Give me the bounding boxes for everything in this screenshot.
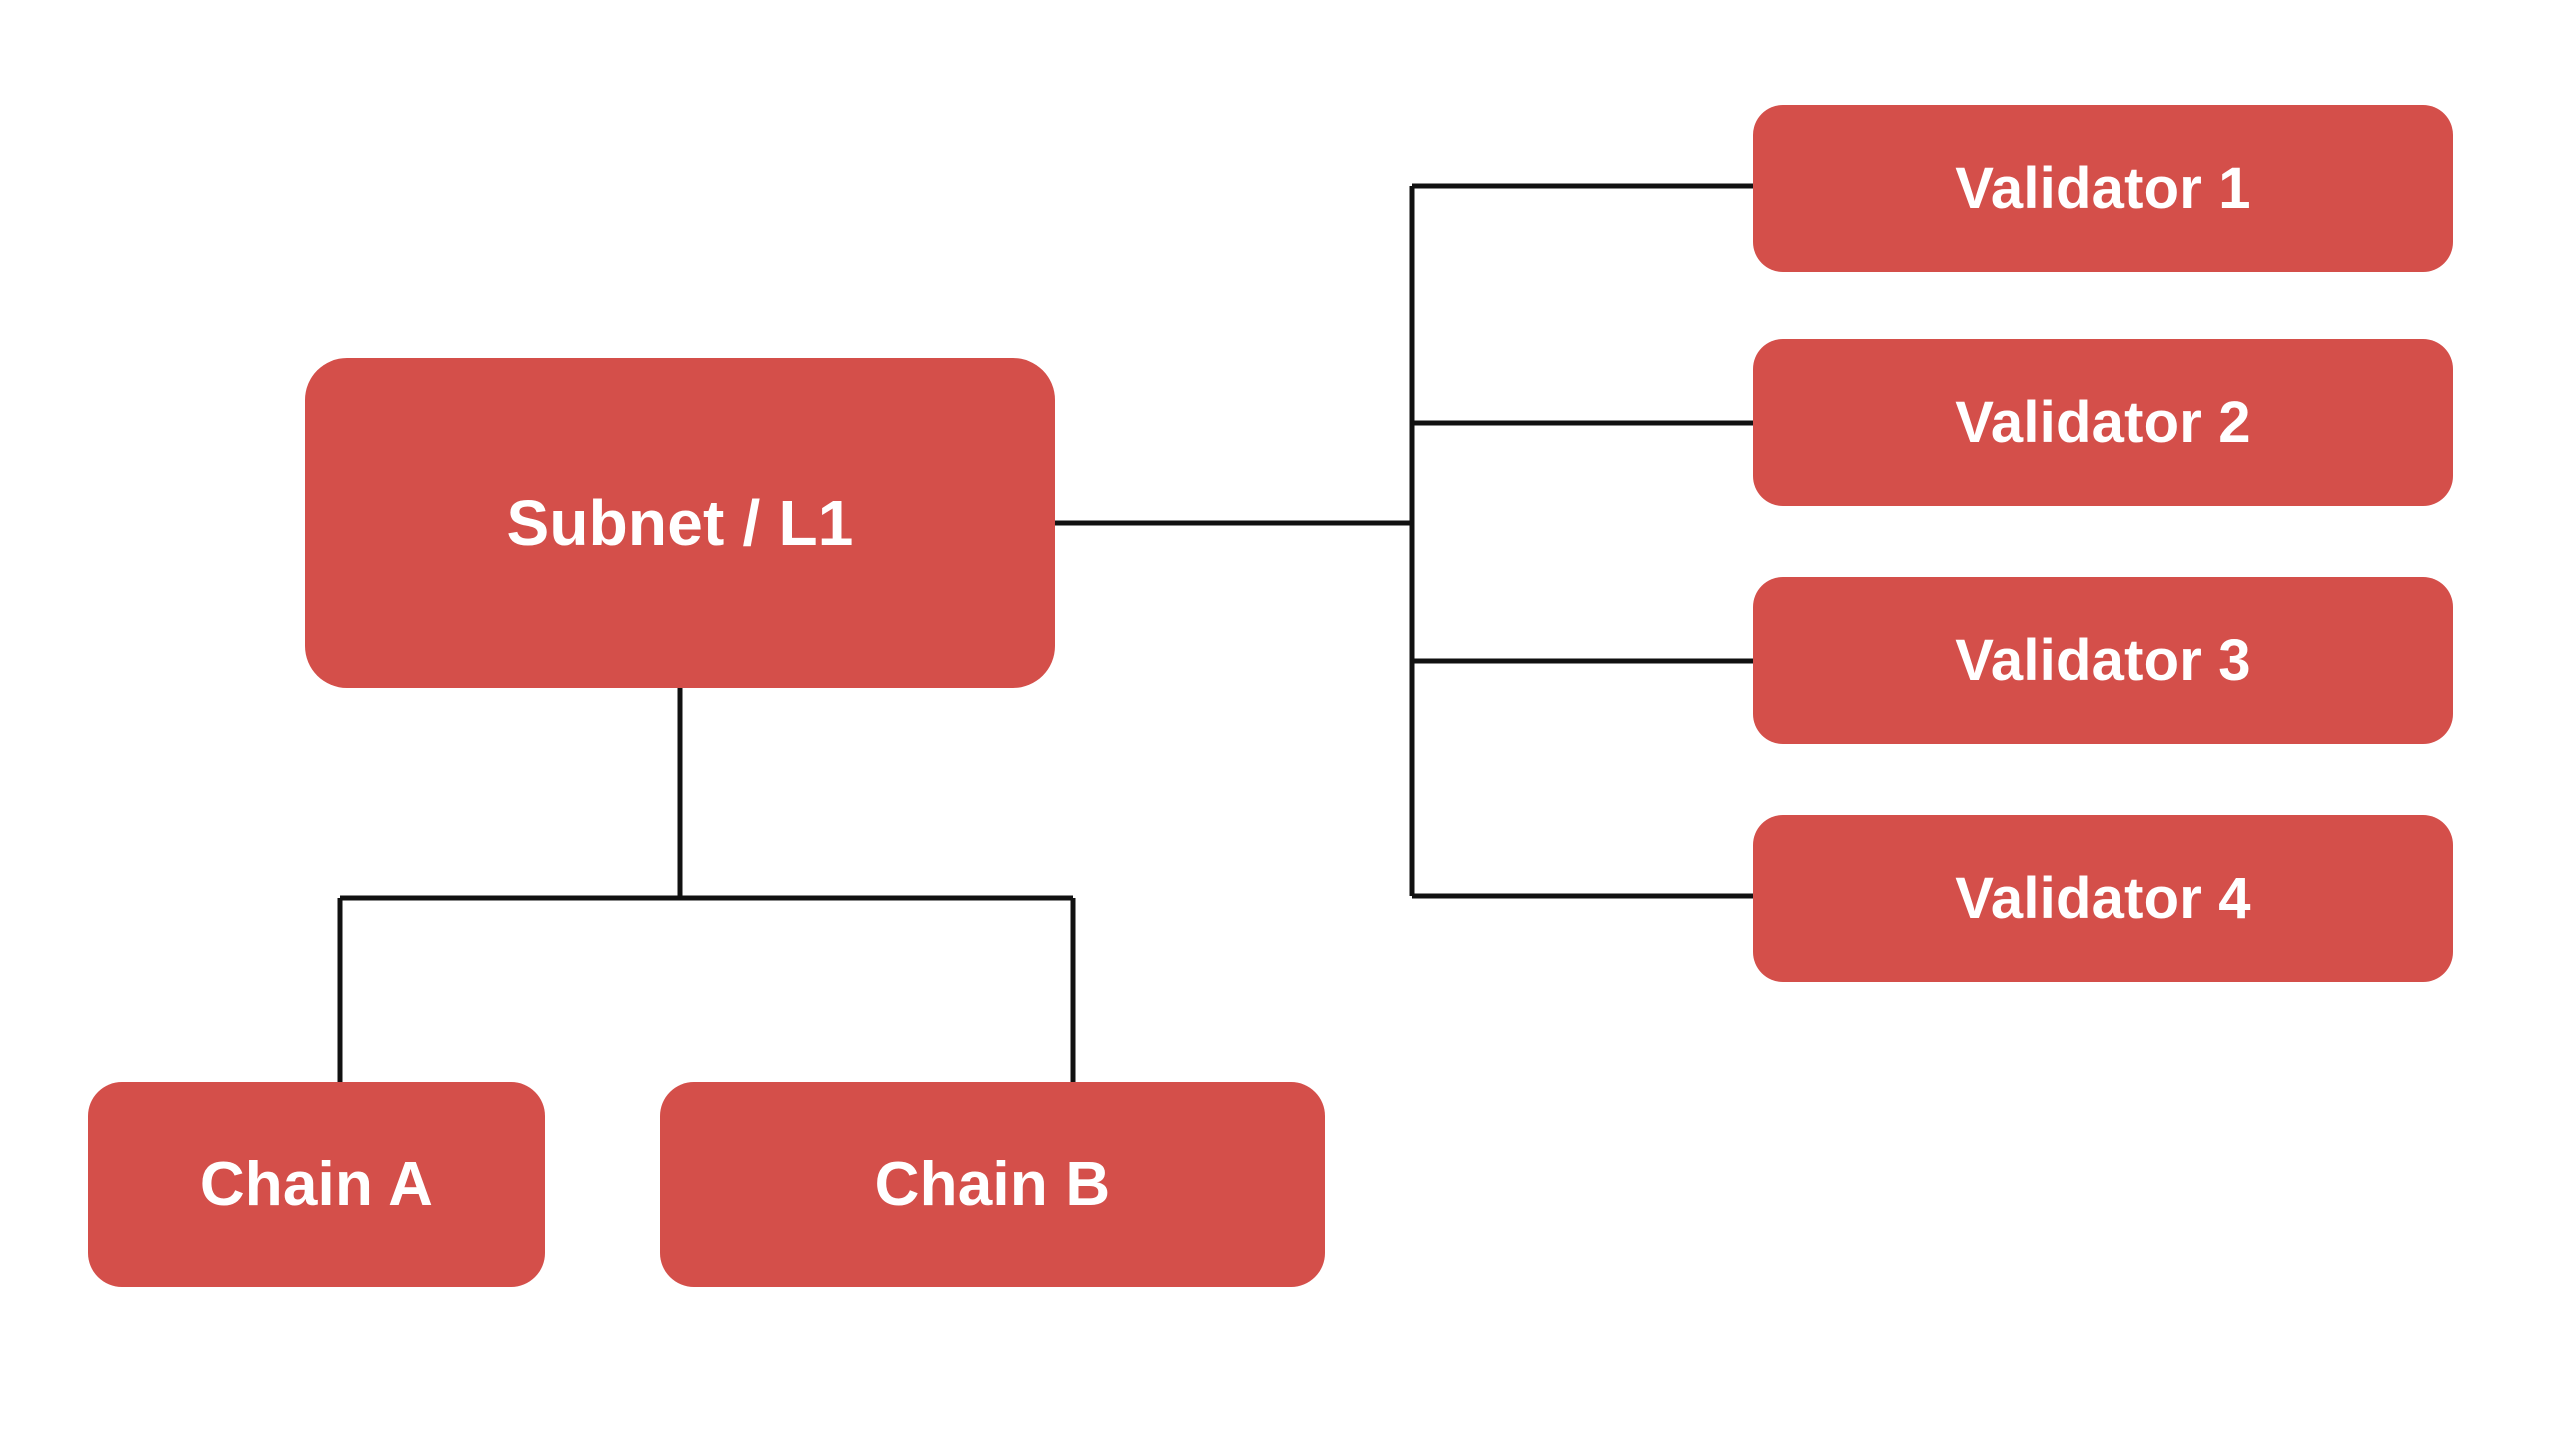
node-subnet-l1-label: Subnet / L1 <box>506 487 854 559</box>
node-chain-a[interactable]: Chain A <box>88 1082 545 1287</box>
node-chain-b[interactable]: Chain B <box>660 1082 1325 1287</box>
node-validator-3[interactable]: Validator 3 <box>1753 577 2453 744</box>
node-validator-1-label: Validator 1 <box>1955 155 2251 221</box>
node-chain-b-label: Chain B <box>874 1149 1111 1219</box>
node-subnet-l1[interactable]: Subnet / L1 <box>305 358 1055 688</box>
node-validator-4-label: Validator 4 <box>1955 865 2251 931</box>
node-chain-a-label: Chain A <box>199 1149 434 1219</box>
node-validator-3-label: Validator 3 <box>1955 627 2251 693</box>
node-validator-2[interactable]: Validator 2 <box>1753 339 2453 506</box>
node-validator-2-label: Validator 2 <box>1955 389 2251 455</box>
node-validator-4[interactable]: Validator 4 <box>1753 815 2453 982</box>
node-validator-1[interactable]: Validator 1 <box>1753 105 2453 272</box>
